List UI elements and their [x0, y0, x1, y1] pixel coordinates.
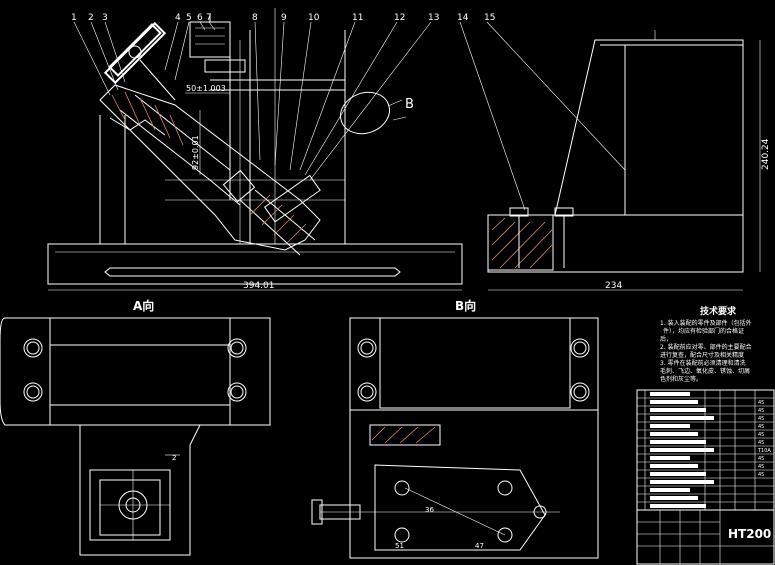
parts-list-name-bar	[650, 456, 690, 460]
tech-line-4: 2. 装配前应对零、部件的主要配合	[660, 343, 752, 351]
callout-15: 15	[484, 13, 495, 23]
callout-13: 13	[428, 13, 439, 23]
side-width-dimension: 234	[605, 281, 622, 291]
tech-line-8: 色剂和灰尘等。	[660, 375, 702, 383]
parts-list-name-bar	[650, 448, 714, 452]
parts-list-name-bar	[650, 504, 706, 508]
parts-list-name-bar	[650, 424, 690, 428]
parts-list-name-bar	[650, 488, 690, 492]
parts-list-material: 45	[758, 440, 764, 446]
view-b: B向 36 51 47	[311, 298, 599, 559]
view-a-small-dimension: 2	[172, 454, 176, 462]
tech-line-3: 后，	[660, 335, 672, 343]
callout-3: 3	[102, 13, 108, 23]
parts-list-name-bar	[650, 432, 698, 436]
main-width-dimension: 394.01	[243, 281, 275, 291]
callout-4: 4	[175, 13, 181, 23]
material-label: HT200	[728, 527, 771, 541]
callout-14: 14	[457, 13, 469, 23]
parts-list-material: 45	[758, 408, 764, 414]
side-view: 234 240.24	[487, 30, 771, 291]
parts-list-name-bar	[650, 408, 706, 412]
title-block: HT200	[636, 509, 775, 565]
callout-5: 5	[186, 13, 192, 23]
callout-7: 7	[206, 13, 212, 23]
front-view: 50±1.003 92±0.01 394.01 B	[47, 8, 463, 291]
view-b-dimension-2: 51	[395, 542, 404, 550]
parts-list-name-bar	[650, 480, 714, 484]
tech-requirements-title: 技术要求	[700, 305, 737, 317]
parts-list-name-bar	[650, 496, 698, 500]
view-b-title: B向	[455, 298, 476, 313]
tech-line-2: 件），均应有检验部门的合格证	[663, 327, 744, 335]
view-b-dimension-1: 36	[425, 506, 434, 514]
callout-10: 10	[308, 13, 320, 23]
side-height-dimension: 240.24	[761, 138, 771, 170]
view-b-label: B	[405, 97, 414, 112]
tech-requirements: 技术要求 1. 装入装配的零件及部件（包括外 件），均应有检验部门的合格证 后，…	[660, 305, 752, 383]
view-a-title: A向	[133, 298, 154, 313]
tech-line-6: 3. 零件在装配前必须清理和清洗	[660, 359, 746, 367]
t-handle	[103, 21, 176, 101]
callout-1: 1	[71, 13, 77, 23]
parts-list-material: 45	[758, 456, 764, 462]
callout-2: 2	[88, 13, 94, 23]
angle-dimension: 50±1.003	[186, 84, 226, 93]
view-a: A向 2	[0, 298, 271, 556]
callout-12: 12	[394, 13, 405, 23]
tech-line-5: 进行复查，配合尺寸及相关精度	[660, 351, 744, 359]
view-b-dimension-3: 47	[475, 542, 484, 550]
parts-list-material: 45	[758, 416, 764, 422]
top-clamp	[189, 14, 246, 73]
callout-9: 9	[281, 13, 287, 23]
parts-list-material: 45	[758, 424, 764, 430]
callout-8: 8	[252, 13, 258, 23]
parts-list-material: T10A	[757, 448, 771, 454]
parts-list-name-bar	[650, 416, 714, 420]
tech-line-1: 1. 装入装配的零件及部件（包括外	[660, 319, 752, 327]
v-block	[99, 84, 321, 256]
callouts: 1 2 3 4 5 6 7 8 9 10 11 12 13 14 15	[71, 13, 626, 211]
parts-list-name-bar	[650, 440, 706, 444]
parts-list-name-bar	[650, 472, 706, 476]
fixture-body	[99, 8, 346, 244]
parts-list-material: 45	[758, 472, 764, 478]
parts-list-name-bar	[650, 464, 698, 468]
diagonal-dimension: 92±0.01	[191, 135, 200, 170]
parts-list-material: 45	[758, 464, 764, 470]
parts-list-name-bar	[650, 392, 690, 396]
callout-11: 11	[352, 13, 363, 23]
parts-list-material: 45	[758, 432, 764, 438]
tech-line-7: 毛刺、飞边、氧化皮、锈蚀、切屑	[660, 367, 750, 375]
parts-list-material: 45	[758, 400, 764, 406]
parts-list-name-bar	[650, 400, 698, 404]
callout-6: 6	[197, 13, 203, 23]
